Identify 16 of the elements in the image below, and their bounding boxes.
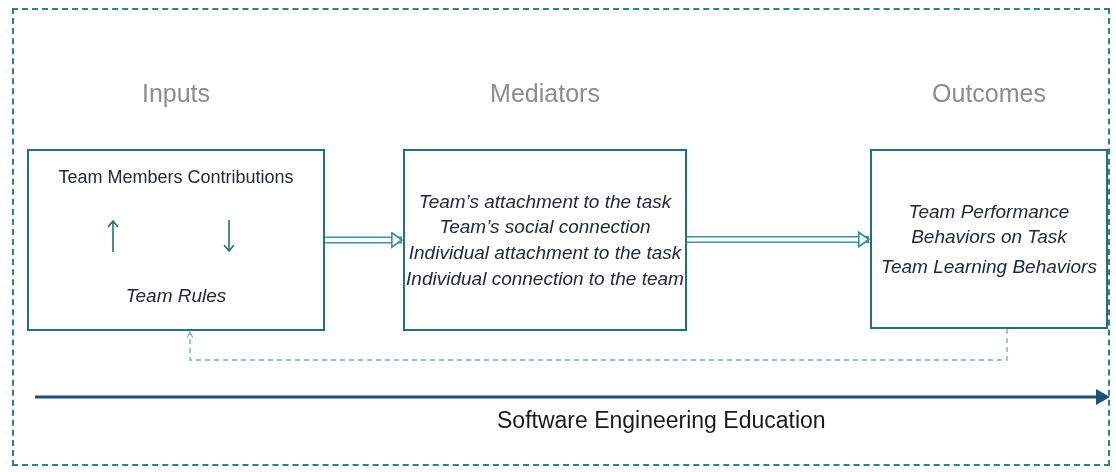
dashed-frame	[12, 8, 1110, 466]
axis-label: Software Engineering Education	[497, 407, 826, 434]
node-text: Team Learning Behaviors	[880, 254, 1098, 279]
node-text: Individual attachment to the task	[408, 241, 682, 265]
node-text: Team’s social connection	[439, 215, 651, 240]
column-heading: Inputs	[140, 79, 212, 108]
column-heading: Mediators	[489, 79, 601, 108]
arrow	[325, 231, 403, 249]
arrow	[186, 328, 1008, 361]
node-text: Team Members Contributions	[57, 166, 295, 189]
node-text: Individual connection to the team	[406, 266, 684, 291]
node-text: Team’s attachment to the task	[418, 189, 672, 214]
arrow	[687, 231, 870, 248]
node-text: Team Rules	[124, 284, 228, 309]
column-heading: Outcomes	[931, 79, 1047, 108]
node-text: Team Performance Behaviors on Task	[907, 199, 1071, 250]
